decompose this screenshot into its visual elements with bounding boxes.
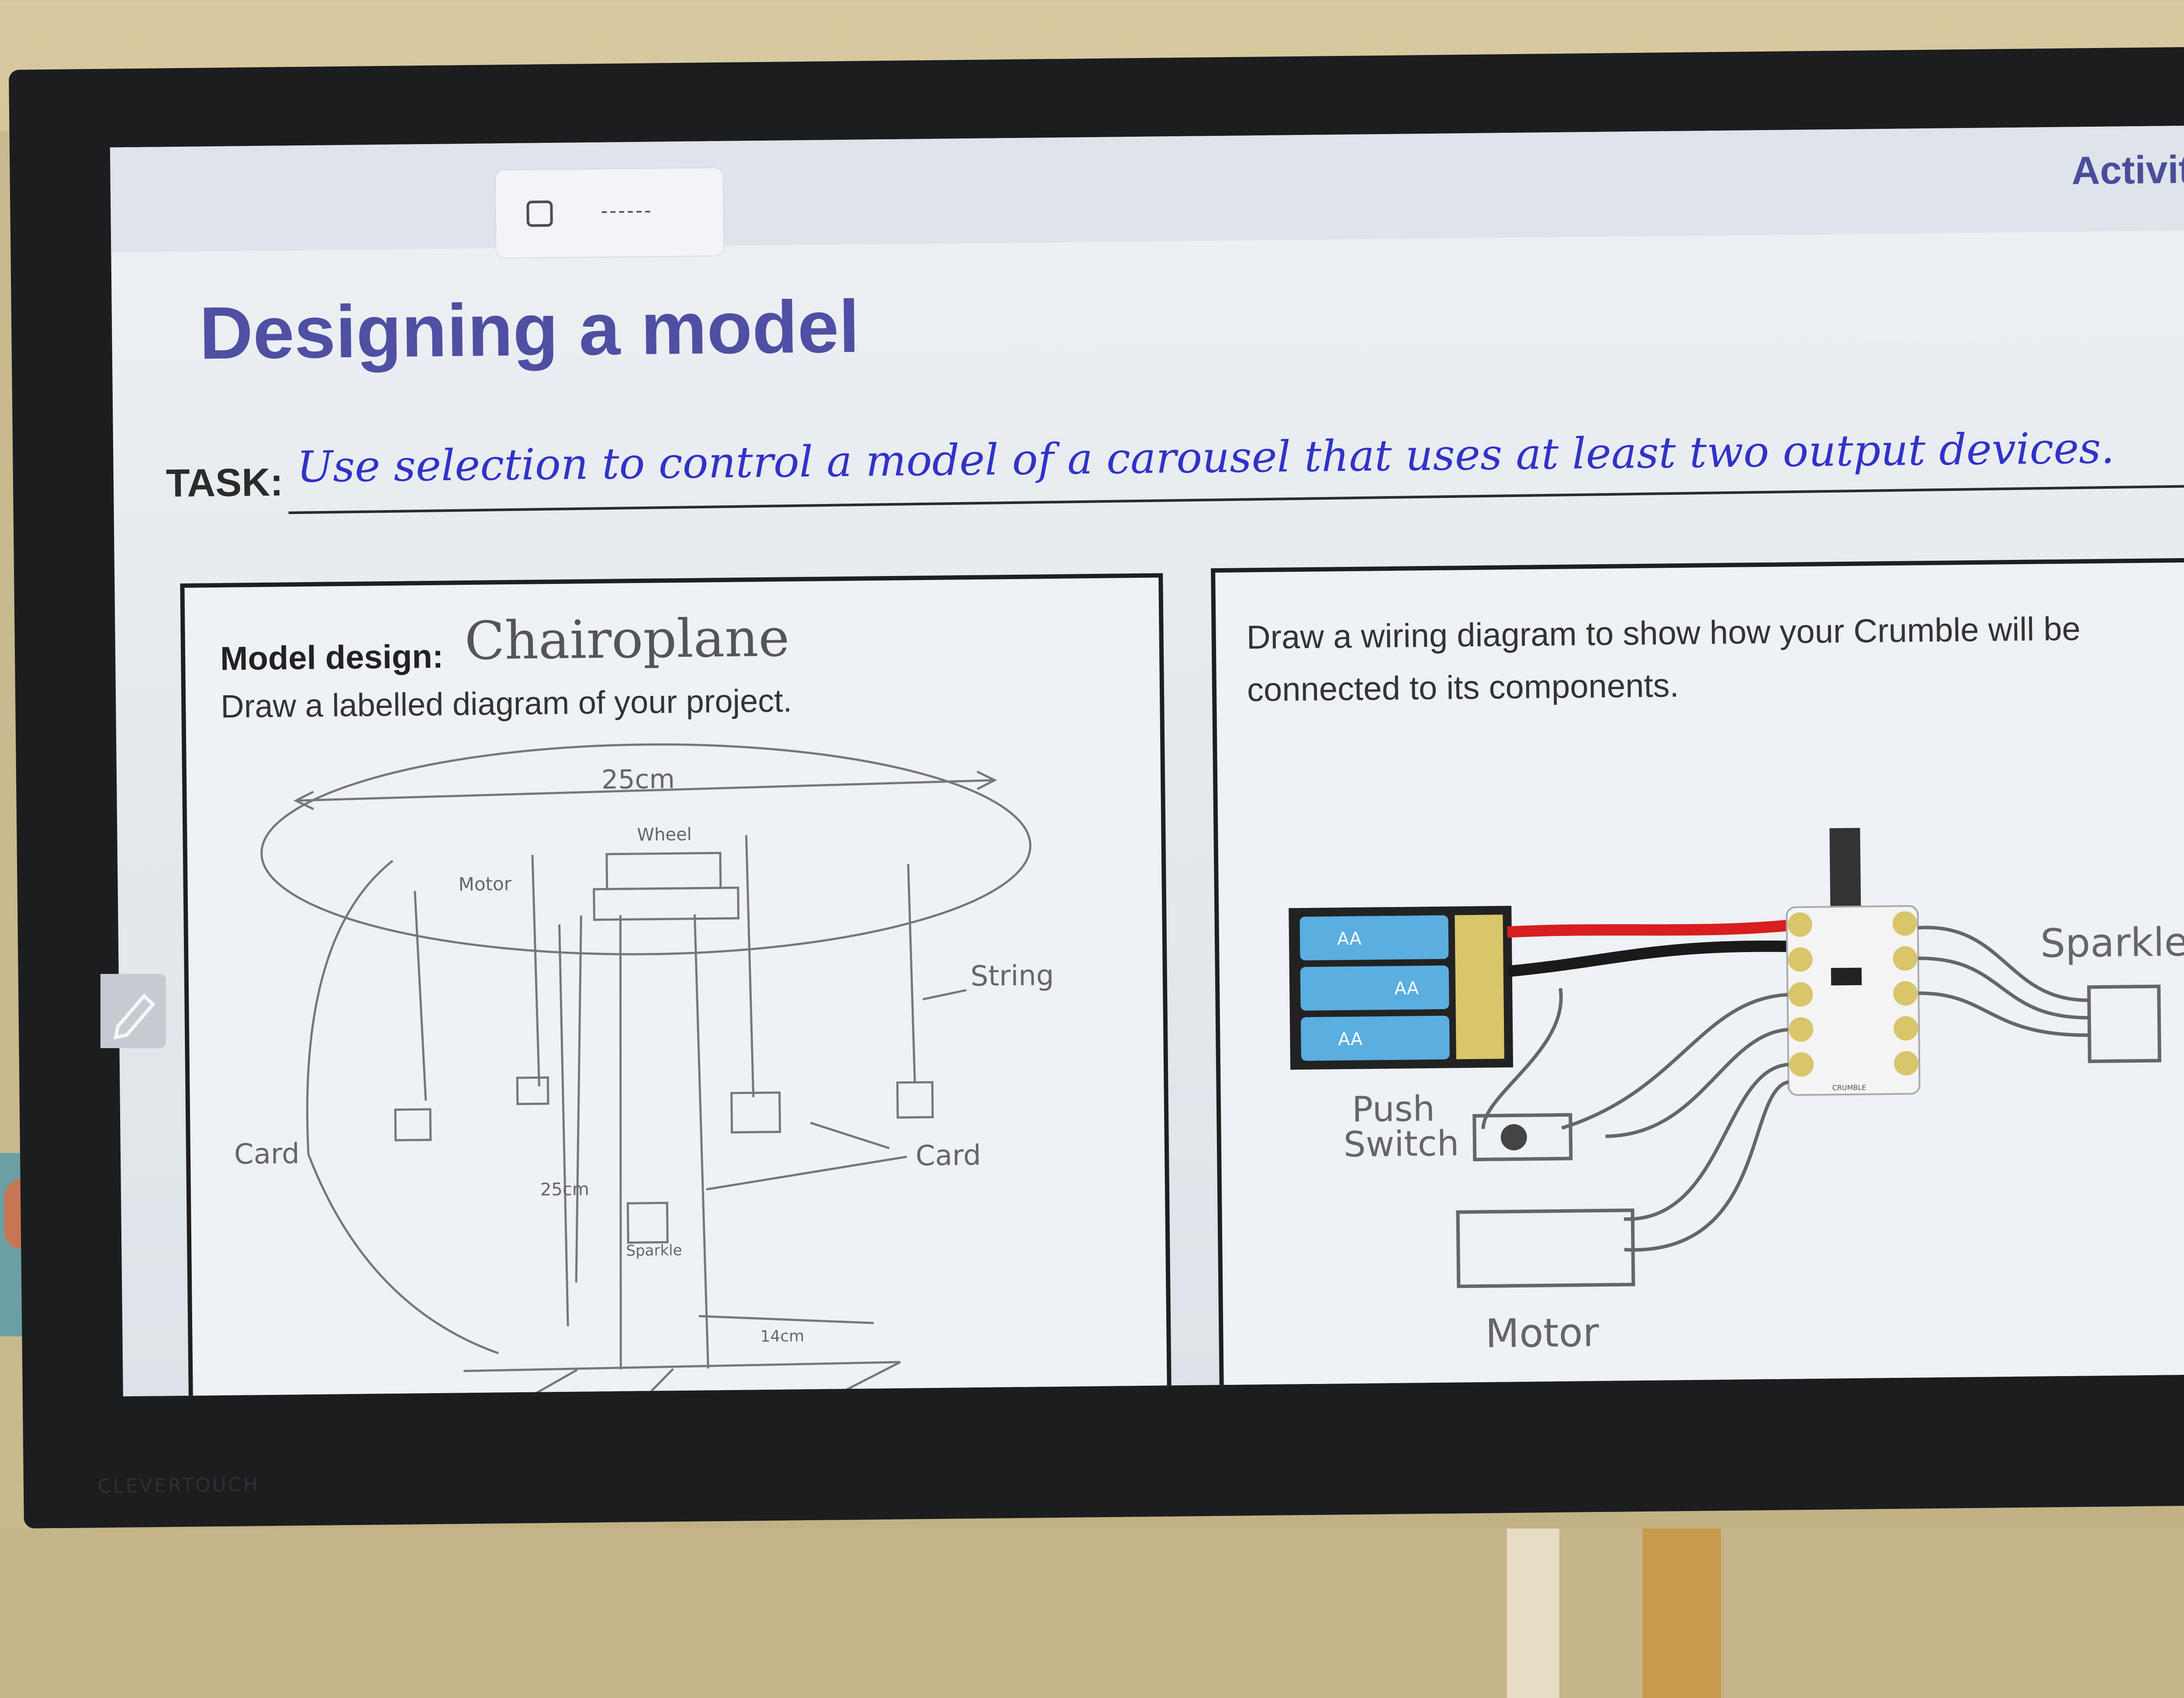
label-motor-wiring: Motor (1485, 1310, 1599, 1357)
display-bezel: CLEVERTOUCH ------ Activity 2 Designing … (9, 46, 2184, 1529)
top-bar (110, 124, 2184, 252)
label-height: 25cm (540, 1179, 589, 1200)
battery-label: AA (1337, 929, 1362, 949)
label-string: String (970, 959, 1054, 993)
battery-terminals (1455, 915, 1504, 1060)
switch-button (1500, 1124, 1527, 1151)
slide-screen: ------ Activity 2 Designing a model TASK… (110, 124, 2184, 1397)
label-card-right: Card (916, 1139, 981, 1173)
pencil-tool-tab[interactable] (100, 974, 166, 1048)
wall-cable (1507, 1529, 1559, 1698)
crumble-board (1786, 905, 1921, 1096)
wooden-ruler (1642, 1529, 1721, 1698)
battery-cell (1300, 965, 1449, 1011)
label-sparkle-wiring: Sparkle (2040, 919, 2184, 967)
usb-cable (1829, 828, 1861, 916)
wiring-diagram-panel: Draw a wiring diagram to show how your C… (1211, 557, 2184, 1397)
label-card-left: Card (234, 1138, 300, 1171)
battery-label: AA (1338, 1029, 1363, 1050)
black-wire (1507, 940, 1796, 977)
label-sparkle: Sparkle (626, 1242, 682, 1260)
tv-brand: CLEVERTOUCH (97, 1474, 260, 1498)
floating-toolbar[interactable]: ------ (494, 167, 725, 259)
label-width: 25cm (601, 764, 675, 795)
crumble-label: CRUMBLE (1832, 1084, 1866, 1092)
settings-icon[interactable] (526, 200, 553, 227)
task-text: Use selection to control a model of a ca… (296, 423, 2115, 493)
model-design-panel: Model design: Chairoplane Draw a labelle… (180, 573, 1172, 1397)
label-base: 14cm (760, 1327, 804, 1346)
label-switch: Switch (1343, 1123, 1459, 1165)
toolbar-dots: ------ (601, 199, 653, 222)
activity-label: Activity 2 (2071, 147, 2184, 193)
battery-cell (1299, 915, 1449, 961)
wiring-diagram: AA AA AA CRUMBLE (1289, 828, 2184, 1357)
carousel-sketch: 25cm Wheel Motor String Card Card 25cm S… (234, 743, 1054, 1397)
label-wheel: Wheel (637, 825, 692, 845)
pencil-icon[interactable] (100, 974, 166, 1048)
task-label: TASK: (166, 460, 283, 506)
battery-label: AA (1394, 978, 1419, 999)
label-push: Push (1352, 1088, 1435, 1130)
wall-lower (0, 1529, 2184, 1698)
battery-cell (1301, 1015, 1450, 1061)
label-motor: Motor (458, 873, 512, 895)
red-wire (1507, 919, 1797, 938)
page-title: Designing a model (199, 285, 860, 375)
